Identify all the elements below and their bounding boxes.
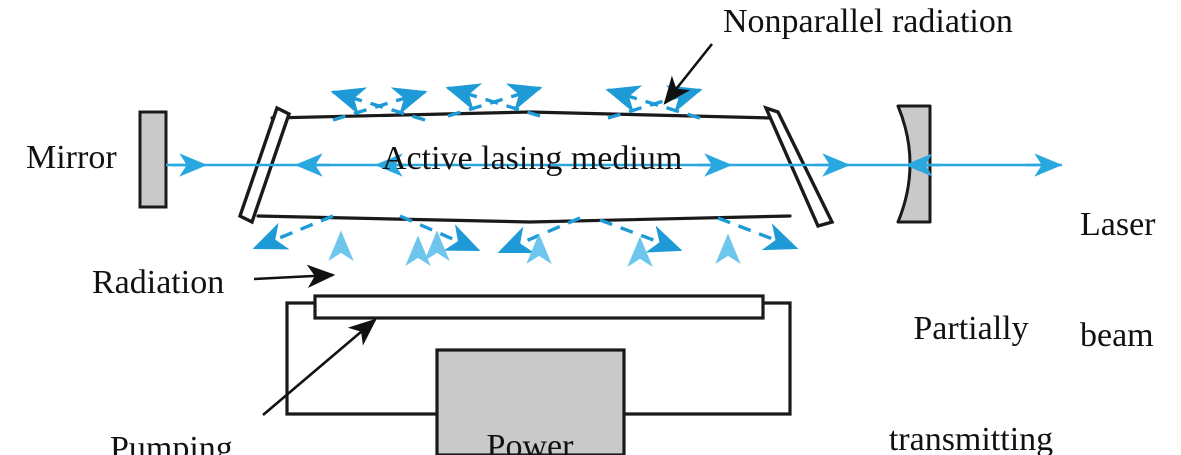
leader-radiation xyxy=(253,264,336,288)
label-laser-beam-line1: Laser xyxy=(1080,206,1156,244)
leader-nonparallel-radiation xyxy=(663,43,714,105)
right-brewster-window xyxy=(762,105,835,229)
pumping-source-bar xyxy=(313,294,765,320)
label-partially-line1: Partially xyxy=(913,310,1029,348)
label-power-line1: Power xyxy=(486,428,574,455)
label-mirror: Mirror xyxy=(26,139,117,176)
left-mirror xyxy=(138,110,168,209)
nonparallel-radiation-bottom xyxy=(252,214,799,254)
label-partially-transmitting-mirror: Partially transmitting mirror xyxy=(845,238,1097,455)
label-partially-line2: transmitting xyxy=(888,420,1054,455)
label-nonparallel-radiation: Nonparallel radiation xyxy=(723,3,1013,40)
label-active-lasing-medium: Active lasing medium xyxy=(382,140,683,177)
label-laser-beam-line2: beam xyxy=(1080,316,1154,354)
leader-lines xyxy=(253,43,714,416)
label-radiation: Radiation xyxy=(92,264,225,301)
label-power-supply: Power supply xyxy=(437,356,623,455)
nonparallel-radiation-top xyxy=(330,83,703,122)
leader-pumping-source xyxy=(262,318,377,416)
pump-radiation-arrows xyxy=(328,230,741,299)
label-pumping-source: Pumping source xyxy=(110,358,290,455)
label-pumping-line1: Pumping xyxy=(110,430,233,455)
power-supply-wiring xyxy=(285,301,792,416)
label-laser-beam: Laser beam xyxy=(1080,134,1156,428)
power-supply-box xyxy=(435,348,626,455)
